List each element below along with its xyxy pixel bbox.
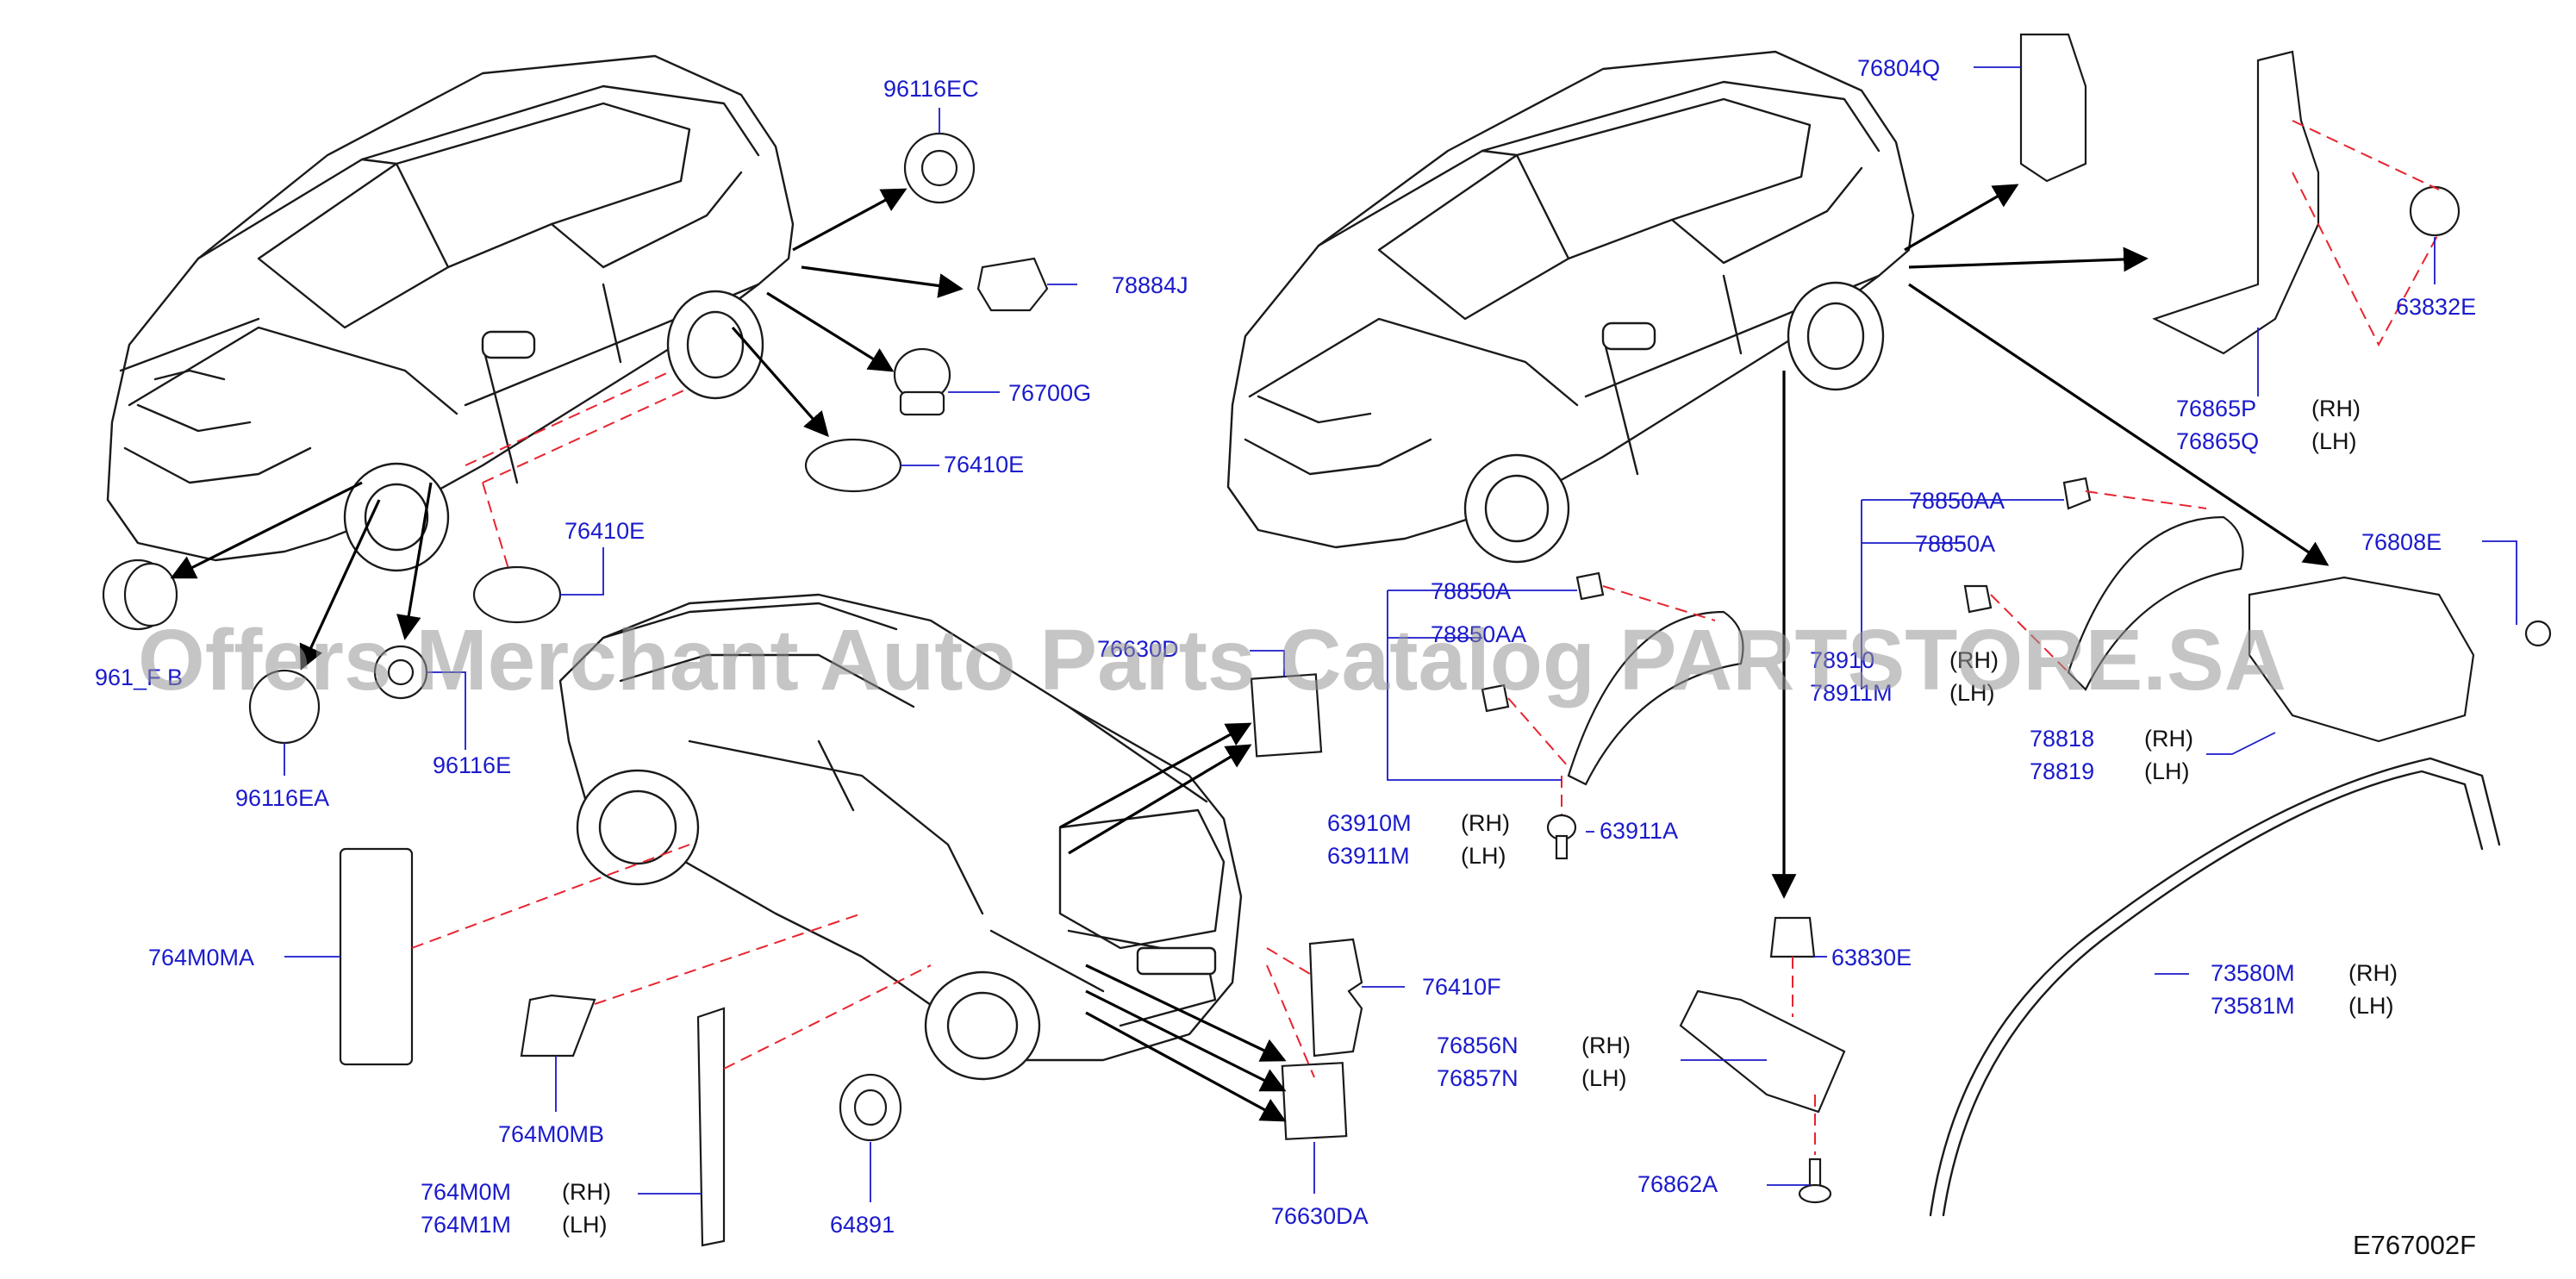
label-76410E-lower: 76410E <box>564 518 645 544</box>
part-labels: 96116EC 78884J 76700G 76410E 76410E 961_… <box>95 55 2476 1238</box>
label-63911M: 63911M <box>1327 843 1410 869</box>
label-76804Q: 76804Q <box>1857 55 1940 81</box>
label-78850A-right: 78850A <box>1915 531 1995 557</box>
watermark: Offers Merchant Auto Parts Catalog PARTS… <box>138 612 2286 708</box>
label-76856N-side: (RH) <box>1581 1033 1631 1058</box>
label-63910M: 63910M <box>1327 810 1412 836</box>
label-78819-side: (LH) <box>2144 758 2190 784</box>
label-96116E: 96116E <box>433 752 511 778</box>
diagram-reference-code: E767002F <box>2353 1230 2476 1260</box>
label-78910-side: (RH) <box>1949 647 1999 673</box>
label-78850AA-left: 78850AA <box>1431 621 1526 647</box>
label-764M1M-side: (LH) <box>562 1212 608 1238</box>
part-shapes <box>102 33 2552 1247</box>
label-78850AA-right: 78850AA <box>1909 488 2005 514</box>
leader-lines <box>284 66 2517 1202</box>
label-764M0MB: 764M0MB <box>498 1121 604 1147</box>
label-76857N-side: (LH) <box>1581 1065 1627 1091</box>
label-961xxB: 961_F B <box>95 664 183 690</box>
vehicle-front-left-view <box>106 54 795 572</box>
label-76630DA: 76630DA <box>1271 1203 1369 1229</box>
label-764M0M-side: (RH) <box>562 1179 611 1205</box>
label-63830E: 63830E <box>1831 945 1912 970</box>
dashed-links <box>411 120 2440 1155</box>
label-76410F: 76410F <box>1422 974 1501 1000</box>
label-76630D: 76630D <box>1097 636 1179 662</box>
label-78911M-side: (LH) <box>1949 680 1995 706</box>
label-76865P-side: (RH) <box>2311 396 2361 421</box>
label-73580M-side: (RH) <box>2348 960 2398 986</box>
label-78910: 78910 <box>1810 647 1874 673</box>
label-73581M: 73581M <box>2211 993 2295 1019</box>
label-76865Q: 76865Q <box>2176 428 2259 454</box>
vehicle-front-right-view <box>1226 50 1915 564</box>
label-76410E-upper: 76410E <box>944 452 1024 477</box>
label-63911M-side: (LH) <box>1461 843 1506 869</box>
label-764M1M: 764M1M <box>421 1212 511 1238</box>
label-78884J: 78884J <box>1112 272 1188 298</box>
label-78911M: 78911M <box>1810 680 1893 706</box>
label-78850A-left: 78850A <box>1431 578 1511 604</box>
label-76808E: 76808E <box>2361 529 2442 555</box>
label-764M0M: 764M0M <box>421 1179 511 1205</box>
label-73581M-side: (LH) <box>2348 993 2394 1019</box>
label-64891: 64891 <box>830 1212 895 1238</box>
label-76700G: 76700G <box>1008 380 1091 406</box>
label-78818: 78818 <box>2030 726 2094 752</box>
label-73580M: 73580M <box>2211 960 2295 986</box>
label-76862A: 76862A <box>1637 1171 1718 1197</box>
label-76857N: 76857N <box>1437 1065 1519 1091</box>
label-96116EC: 96116EC <box>883 76 979 102</box>
label-76865P: 76865P <box>2176 396 2256 421</box>
label-78818-side: (RH) <box>2144 726 2193 752</box>
label-78819: 78819 <box>2030 758 2094 784</box>
label-76865Q-side: (LH) <box>2311 428 2357 454</box>
label-96116EA: 96116EA <box>235 785 329 811</box>
arrows <box>170 184 2330 1122</box>
vehicle-rear-view <box>558 593 1243 1081</box>
label-76856N: 76856N <box>1437 1033 1519 1058</box>
label-764M0MA: 764M0MA <box>148 945 254 970</box>
label-63911A: 63911A <box>1600 818 1678 844</box>
label-63910M-side: (RH) <box>1461 810 1510 836</box>
label-63832E: 63832E <box>2396 294 2476 320</box>
